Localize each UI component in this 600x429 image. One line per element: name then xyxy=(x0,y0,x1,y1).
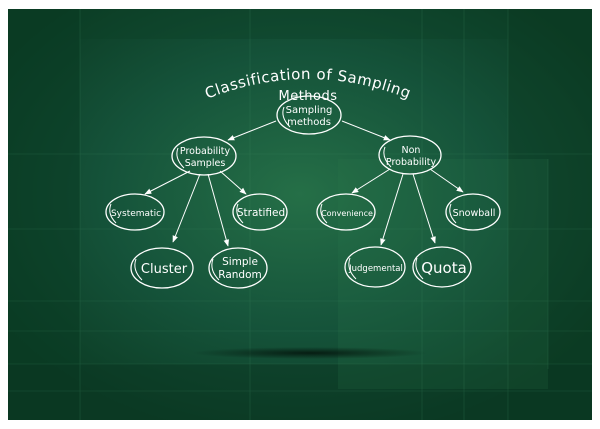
board-left-panel xyxy=(8,9,80,420)
board-bottom-panel xyxy=(8,364,592,420)
node-cluster-label: Cluster xyxy=(141,262,188,277)
node-non-probability-line2: Probability xyxy=(386,157,437,168)
arrow-non-probability-to-judgemental xyxy=(380,173,404,246)
arrow-root-to-probability xyxy=(227,120,277,141)
node-cluster: Cluster xyxy=(130,247,194,289)
node-sampling-methods: Sampling methods xyxy=(276,95,342,135)
node-convenience: Convenience xyxy=(316,193,376,231)
node-judgemental-label: Judgemental xyxy=(348,264,403,274)
node-judgemental: Judgemental xyxy=(344,246,406,288)
arrow-root-to-non-probability xyxy=(341,120,391,141)
node-simple-random: Simple Random xyxy=(208,247,268,289)
node-quota-label: Quota xyxy=(421,259,467,277)
arrow-non-probability-to-convenience xyxy=(351,168,391,194)
node-sampling-methods-line2: methods xyxy=(287,117,331,128)
node-probability-samples: Probability Samples xyxy=(171,136,237,176)
board-top-panel xyxy=(80,9,508,39)
node-sampling-methods-line1: Sampling xyxy=(286,105,333,116)
node-quota: Quota xyxy=(412,246,472,288)
arrow-probability-to-systematic xyxy=(144,170,191,195)
floor-shadow xyxy=(192,347,428,359)
node-probability-line1: Probability xyxy=(180,146,231,157)
node-non-probability: Non Probability xyxy=(378,135,442,175)
chalkboard: Classification of Sampling Methods Sampl… xyxy=(8,9,592,420)
arrow-probability-to-simple-random xyxy=(207,173,230,247)
arrow-probability-to-stratified xyxy=(219,170,247,195)
node-probability-line2: Samples xyxy=(185,158,226,169)
node-simple-random-line1: Simple xyxy=(222,256,258,268)
node-simple-random-line2: Random xyxy=(218,269,261,281)
node-systematic: Systematic xyxy=(105,193,165,231)
node-non-probability-line1: Non xyxy=(402,145,421,156)
arrow-non-probability-to-snowball xyxy=(429,168,464,193)
node-snowball: Snowball xyxy=(445,193,501,231)
arrow-probability-to-cluster xyxy=(172,173,201,243)
node-convenience-label: Convenience xyxy=(321,209,373,218)
node-stratified-label: Stratified xyxy=(237,207,285,219)
node-systematic-label: Systematic xyxy=(111,209,161,219)
arrow-non-probability-to-quota xyxy=(412,173,436,244)
board-right-panel xyxy=(508,9,592,420)
connectors xyxy=(144,120,464,247)
node-snowball-label: Snowball xyxy=(453,208,496,219)
node-stratified: Stratified xyxy=(232,193,288,231)
